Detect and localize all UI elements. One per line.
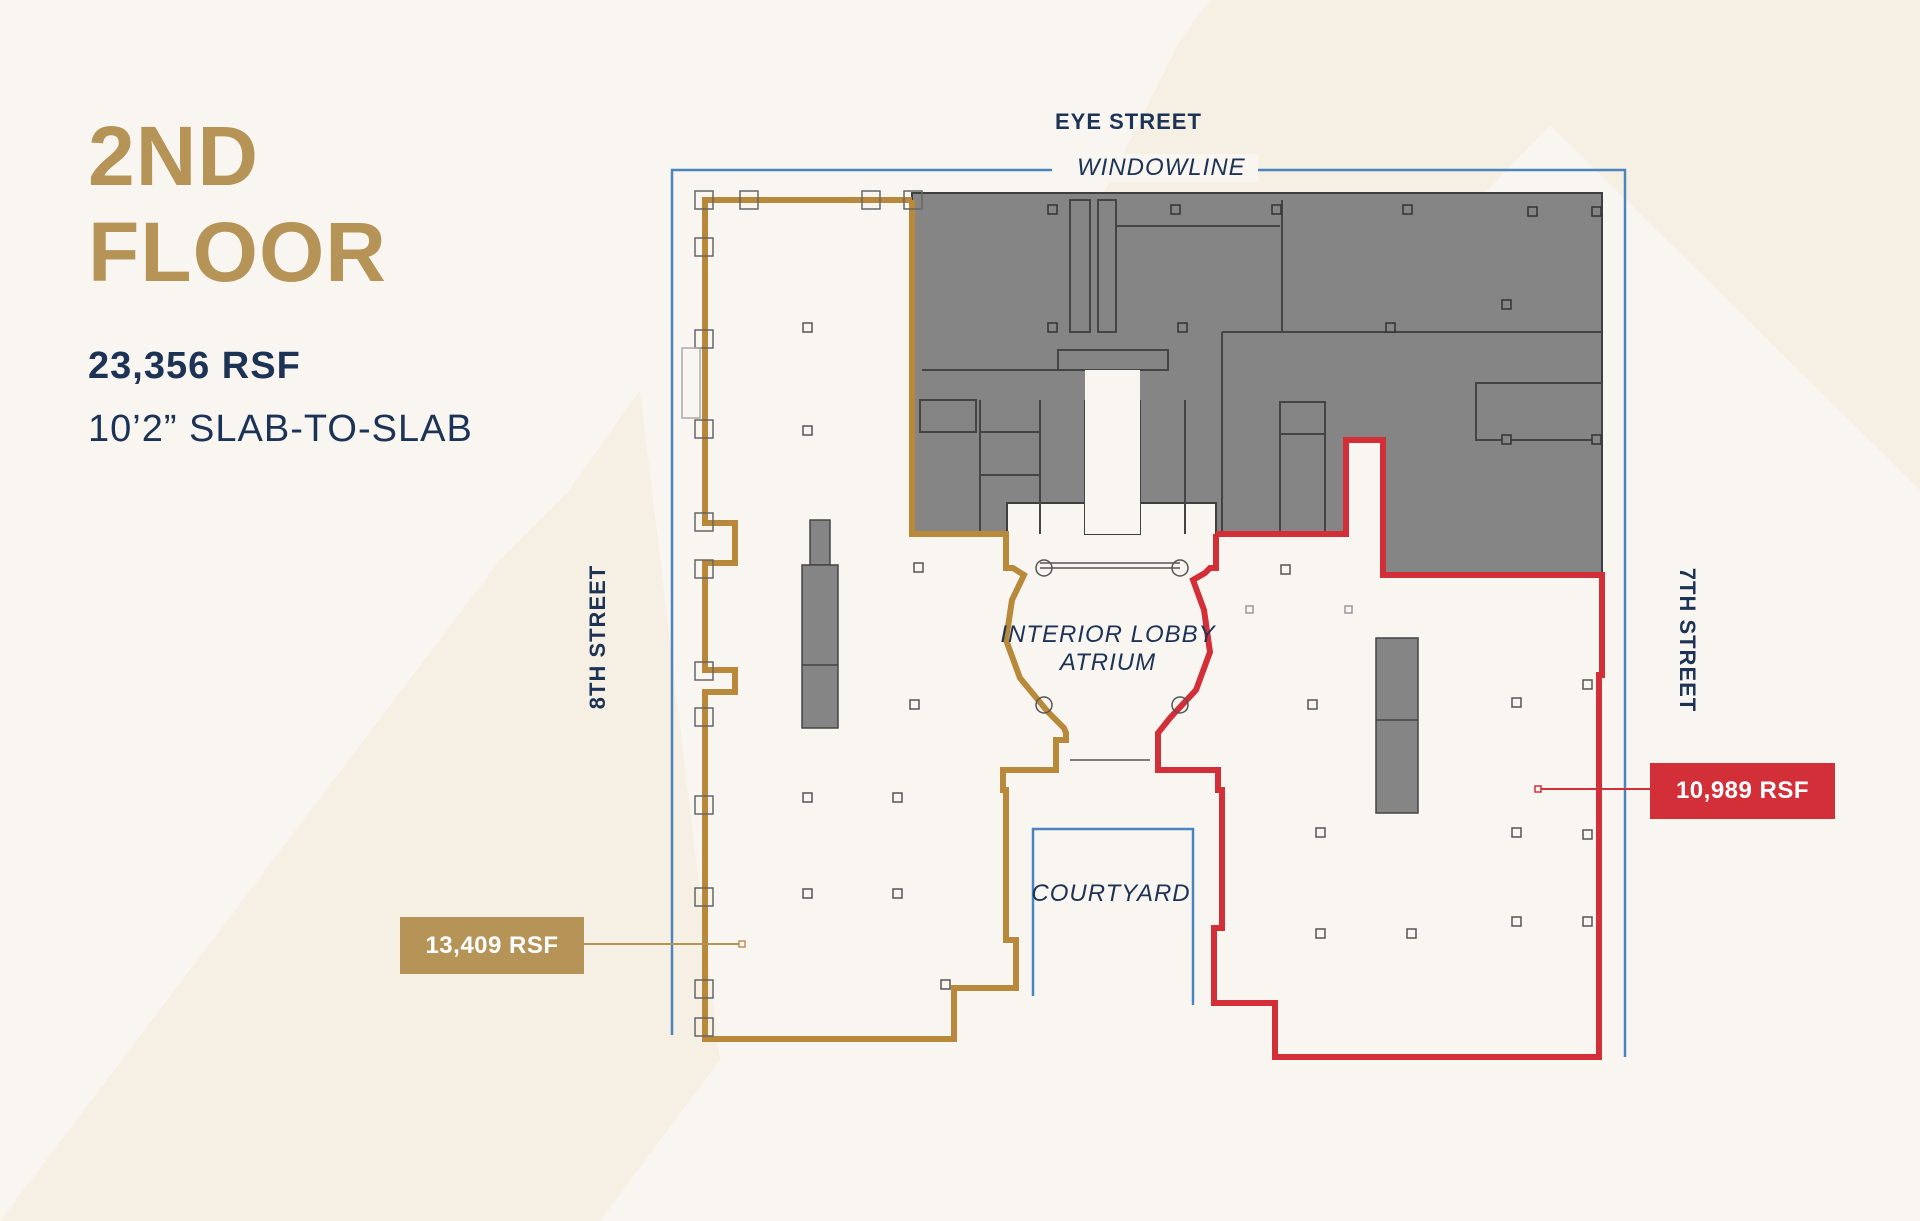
east-suite-outline <box>1155 437 1605 1060</box>
perimeter-pilasters <box>681 190 923 1037</box>
windowline-label: WINDOWLINE <box>1065 154 1258 182</box>
atrium-label: INTERIOR LOBBY ATRIUM <box>1000 621 1215 677</box>
atrium-label-line1: INTERIOR LOBBY <box>1000 621 1216 648</box>
west-suite-rsf-tag: 13,409 RSF <box>400 917 584 974</box>
leader-lines <box>584 785 1650 948</box>
stair-core-west <box>801 519 839 729</box>
windowline-boundary <box>670 168 1627 1057</box>
west-suite-outline <box>702 197 1069 1042</box>
floor-title-line1: 2ND <box>88 109 260 203</box>
building-core <box>911 192 1603 576</box>
core-corridor <box>1085 370 1140 534</box>
slab-height: 10’2” SLAB-TO-SLAB <box>88 408 473 450</box>
background-band-top-right <box>1080 0 1920 490</box>
total-rsf: 23,356 RSF <box>88 345 301 387</box>
atrium-structure <box>1035 559 1189 761</box>
courtyard-label: COURTYARD <box>1031 880 1191 907</box>
floor-title-line2: FLOOR <box>88 205 387 299</box>
stair-core-east <box>1375 637 1419 814</box>
floor-title: 2ND FLOOR <box>88 108 387 300</box>
street-label-8th: 8TH STREET <box>585 564 610 710</box>
columns <box>802 322 1593 990</box>
street-label-7th: 7TH STREET <box>1675 567 1700 713</box>
courtyard-boundary <box>1031 827 1195 1005</box>
atrium-label-line2: ATRIUM <box>1059 649 1157 676</box>
east-suite-rsf-tag: 10,989 RSF <box>1650 763 1835 819</box>
street-label-eye: EYE STREET <box>1055 109 1202 134</box>
background-band-lower <box>0 420 640 1221</box>
